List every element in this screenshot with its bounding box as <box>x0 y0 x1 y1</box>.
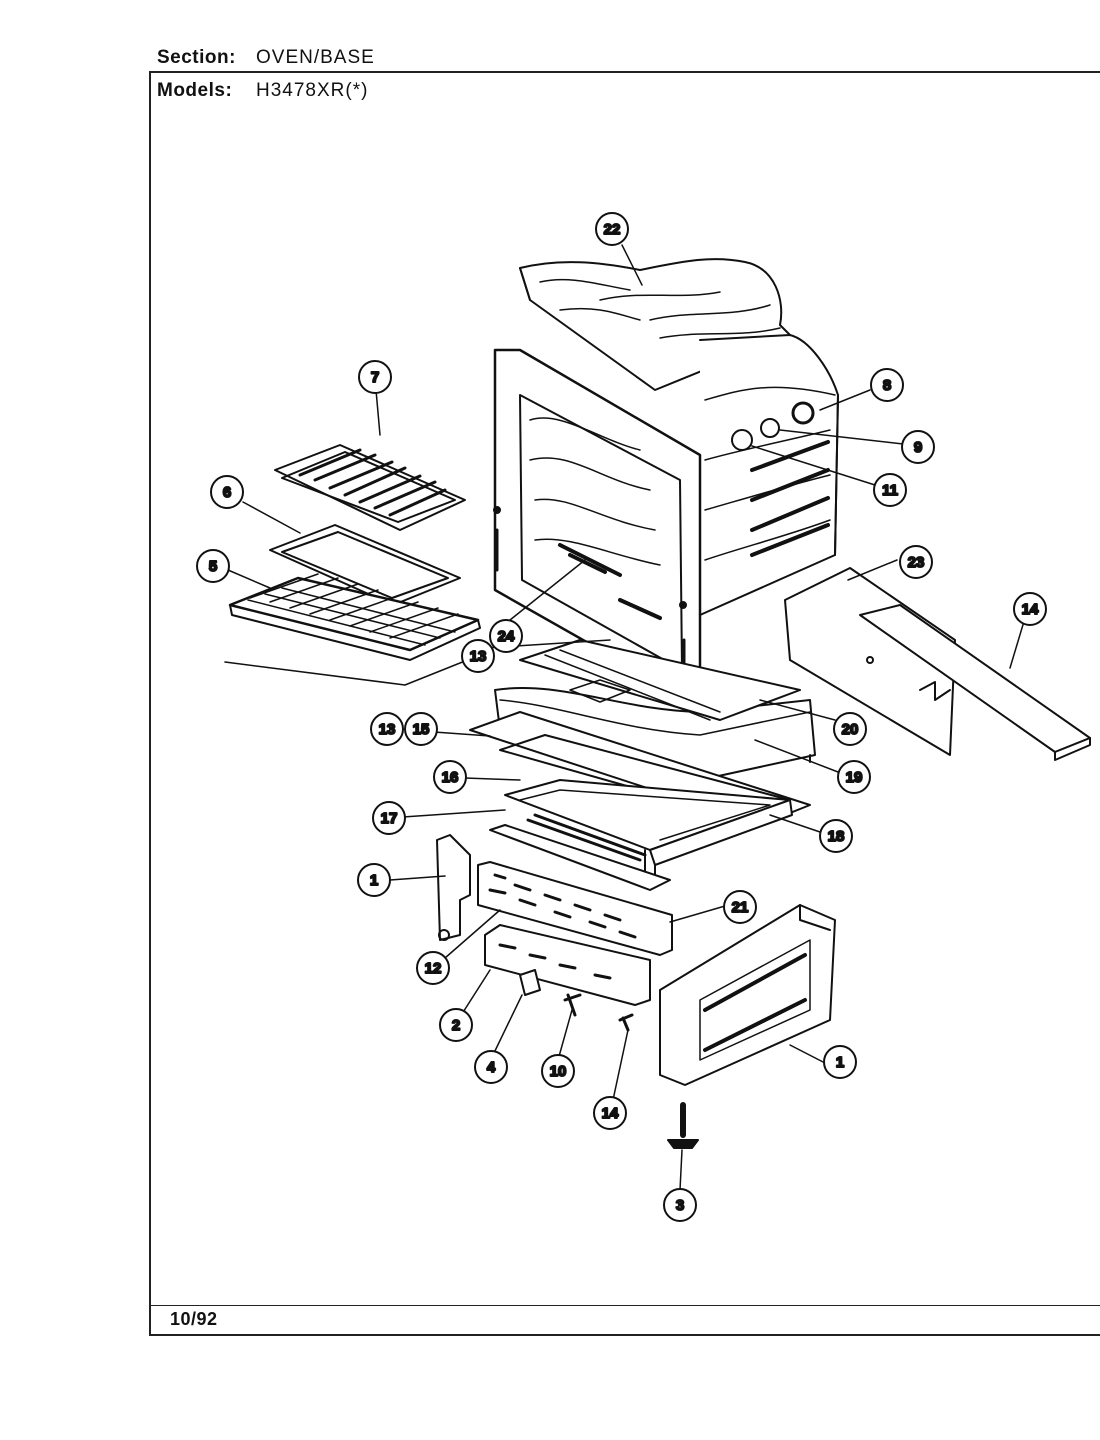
callout-8: 8 <box>870 368 904 402</box>
svg-text:13: 13 <box>379 721 396 738</box>
section-label: Section: <box>157 47 236 68</box>
callout-17: 17 <box>372 801 406 835</box>
callout-5: 5 <box>196 549 230 583</box>
callout-13-upper: 13 <box>461 639 495 673</box>
svg-text:10: 10 <box>550 1063 567 1080</box>
models-label: Models: <box>157 80 233 101</box>
base-front-panel <box>477 824 673 956</box>
models-value: H3478XR(*) <box>256 80 369 101</box>
burner-tray <box>469 711 811 881</box>
oven-cavity <box>493 258 839 697</box>
callout-3: 3 <box>663 1188 697 1222</box>
svg-text:17: 17 <box>381 810 398 827</box>
svg-text:15: 15 <box>413 721 430 738</box>
svg-text:14: 14 <box>1022 601 1039 618</box>
revision-date: 10/92 <box>170 1309 218 1329</box>
callout-9: 9 <box>901 430 935 464</box>
callout-2: 2 <box>439 1008 473 1042</box>
burner-hole-8 <box>791 401 815 425</box>
svg-text:3: 3 <box>676 1197 684 1214</box>
oven-rack <box>224 573 481 686</box>
callout-14-top: 14 <box>1013 592 1047 626</box>
callout-1-right: 1 <box>823 1045 857 1079</box>
callout-7: 7 <box>358 360 392 394</box>
top-trim-strip <box>859 604 1091 761</box>
callout-23: 23 <box>899 545 933 579</box>
frame-top-border <box>149 71 1100 73</box>
svg-text:8: 8 <box>883 377 891 394</box>
callout-4: 4 <box>474 1050 508 1084</box>
callout-10: 10 <box>541 1054 575 1088</box>
frame-left-border <box>149 71 151 1336</box>
svg-text:11: 11 <box>882 482 898 499</box>
section-value: OVEN/BASE <box>256 47 375 68</box>
callout-6: 6 <box>210 475 244 509</box>
callout-15: 15 <box>404 712 438 746</box>
svg-text:2: 2 <box>452 1017 460 1034</box>
svg-text:9: 9 <box>914 439 922 456</box>
callout-19: 19 <box>837 760 871 794</box>
svg-text:24: 24 <box>498 628 515 645</box>
svg-text:20: 20 <box>842 721 859 738</box>
svg-text:1: 1 <box>836 1054 844 1071</box>
svg-text:7: 7 <box>371 369 379 386</box>
svg-text:18: 18 <box>828 828 845 845</box>
callout-16: 16 <box>433 760 467 794</box>
svg-text:1: 1 <box>370 872 378 889</box>
callout-11: 11 <box>873 473 907 507</box>
burner-hole-9 <box>760 418 780 438</box>
leveling-leg <box>667 1102 699 1149</box>
callout-21: 21 <box>723 890 757 924</box>
callout-18: 18 <box>819 819 853 853</box>
burner-hole-11 <box>731 429 753 451</box>
svg-text:21: 21 <box>732 899 749 916</box>
svg-text:6: 6 <box>223 484 231 501</box>
broiler-pan-insert <box>274 444 466 531</box>
svg-text:23: 23 <box>908 554 925 571</box>
svg-text:14: 14 <box>602 1105 619 1122</box>
svg-text:13: 13 <box>470 648 487 665</box>
callout-24: 24 <box>489 619 523 653</box>
callout-20: 20 <box>833 712 867 746</box>
svg-text:16: 16 <box>442 769 459 786</box>
svg-text:12: 12 <box>425 960 442 977</box>
clip-and-screws <box>519 969 634 1032</box>
drawer-side-panel <box>659 904 836 1086</box>
callout-22: 22 <box>595 212 629 246</box>
svg-text:22: 22 <box>604 221 621 238</box>
callout-1-left: 1 <box>357 863 391 897</box>
svg-text:5: 5 <box>209 558 217 575</box>
frame-footer-divider <box>149 1305 1100 1306</box>
base-bracket <box>484 924 651 1006</box>
callout-12: 12 <box>416 951 450 985</box>
svg-text:19: 19 <box>846 769 863 786</box>
base-leveler-left <box>436 834 471 941</box>
oven-bottom-assembly <box>494 639 816 791</box>
callout-13-lower: 13 <box>370 712 404 746</box>
frame-bottom-border <box>149 1334 1100 1336</box>
svg-text:4: 4 <box>487 1059 496 1076</box>
callout-14-bottom: 14 <box>593 1096 627 1130</box>
